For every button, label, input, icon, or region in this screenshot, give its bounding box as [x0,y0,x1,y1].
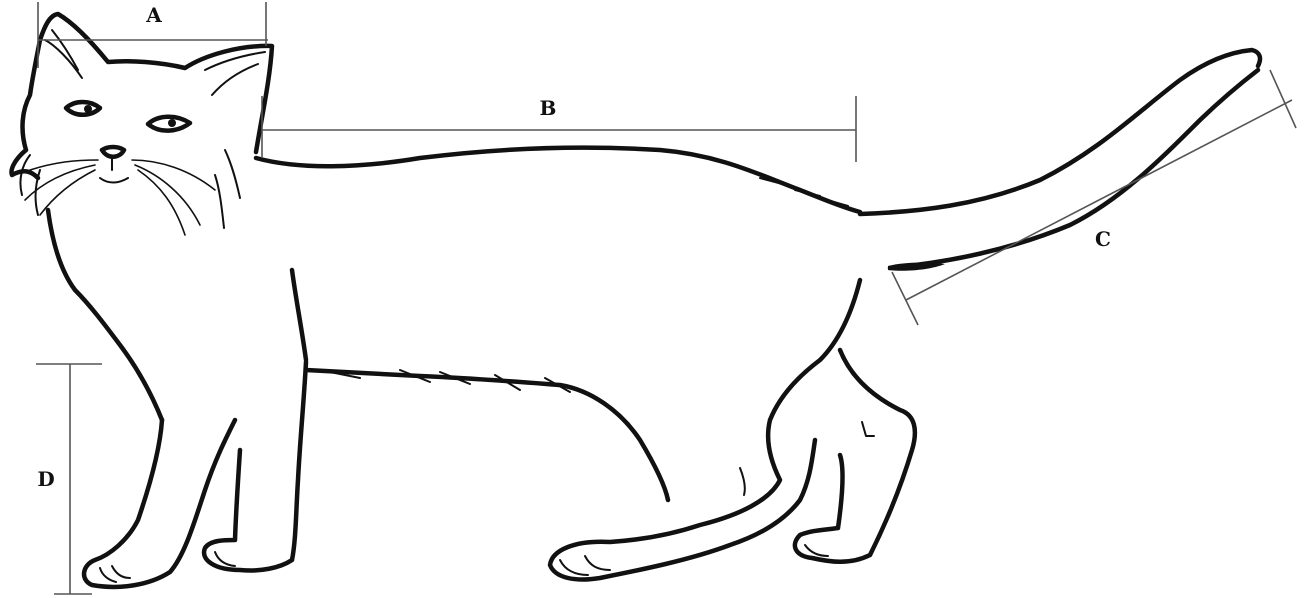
measurement-c-tick-tip [1270,70,1296,128]
whiskers [25,160,215,235]
cat-head [12,14,272,235]
measurement-b-label: B [540,96,557,120]
tail-lower-edge [890,70,1258,268]
left-pupil [84,105,92,113]
hind-legs [550,280,915,579]
measurement-b: B [262,96,856,162]
cheek-fur [20,150,240,228]
measurement-c: C [892,70,1296,325]
measurement-c-tick-base [892,272,918,325]
hind-left-leg [550,280,860,579]
left-eye [66,102,100,115]
measurement-d-label: D [37,467,54,491]
front-right-leg [204,362,306,571]
front-left-toes [100,566,130,582]
measurement-annotations: A B C D [36,2,1296,594]
chest-line [48,210,162,420]
tail-upper-edge [860,50,1260,214]
right-pupil [168,119,176,127]
front-right-toes [215,552,235,566]
belly-line [292,270,668,500]
right-ear-inner [205,52,265,95]
hind-right-toes [805,545,828,556]
measurement-c-label: C [1095,227,1111,251]
measurement-c-line [906,100,1292,300]
measurement-a-label: A [145,3,162,27]
left-ear-inner [45,30,82,78]
cat-body [48,148,860,500]
mouth [100,158,128,183]
cat-tail [860,50,1260,271]
hind-left-toes [560,556,610,575]
cat-illustration [12,14,1260,587]
front-legs [84,362,306,587]
tail-base-shadow [888,263,945,271]
head-outline [12,14,272,178]
nose [102,147,124,157]
